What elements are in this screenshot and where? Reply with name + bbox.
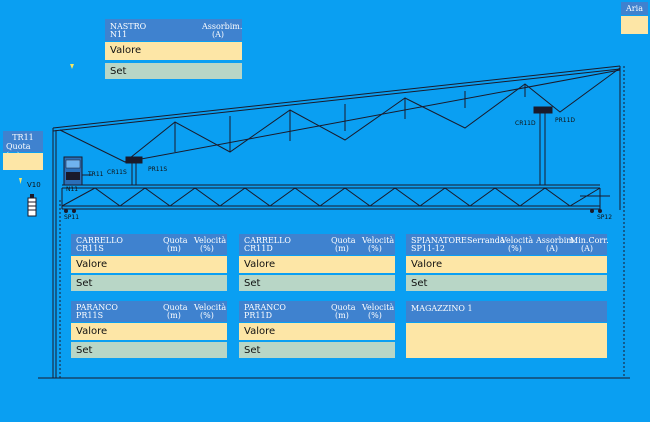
spianatore-set[interactable]: Set [406, 275, 607, 291]
paranco-d-panel: PARANCO PR11D Quota (m) Velocità (%) Val… [239, 301, 395, 358]
spianatore-c0: Serranda [467, 236, 505, 245]
spianatore-c3u: (A) [581, 244, 594, 253]
spianatore-title: SPIANATORE [411, 236, 467, 245]
magazzino-title: MAGAZZINO 1 [411, 304, 473, 313]
carrello-s-c1u: (m) [167, 244, 181, 253]
carrello-d-c2: Velocità [362, 236, 395, 245]
carrello-s-header: CARRELLO CR11S Quota (m) Velocità (%) [71, 234, 227, 255]
carrello-d-id: CR11D [244, 244, 273, 253]
carrello-d-panel: CARRELLO CR11D Quota (m) Velocità (%) Va… [239, 234, 395, 291]
paranco-s-c1: Quota [163, 303, 188, 312]
carrello-d-set[interactable]: Set [239, 275, 395, 291]
paranco-s-value[interactable]: Valore [71, 323, 227, 340]
carrello-s-c2u: (%) [200, 244, 214, 253]
paranco-s-c2: Velocità [194, 303, 227, 312]
aria-header: Aria [621, 2, 648, 15]
paranco-d-title: PARANCO [244, 303, 286, 312]
paranco-d-set[interactable]: Set [239, 342, 395, 358]
paranco-s-id: PR11S [76, 311, 104, 320]
paranco-d-c1u: (m) [335, 311, 349, 320]
carrello-s-set[interactable]: Set [71, 275, 227, 291]
carrello-d-header: CARRELLO CR11D Quota (m) Velocità (%) [239, 234, 395, 255]
label-v10: V10 [27, 181, 41, 189]
paranco-d-id: PR11D [244, 311, 272, 320]
paranco-d-c1: Quota [331, 303, 356, 312]
spianatore-c1u: (%) [508, 244, 522, 253]
paranco-s-title: PARANCO [76, 303, 118, 312]
carrello-s-c2: Velocità [194, 236, 227, 245]
magazzino-header: MAGAZZINO 1 [406, 301, 607, 322]
spianatore-c1: Velocità [501, 236, 534, 245]
label-cr11s: CR11S [107, 169, 127, 176]
paranco-s-c2u: (%) [200, 311, 214, 320]
nastro-value[interactable]: Valore [105, 42, 242, 60]
carrello-d-c2u: (%) [368, 244, 382, 253]
spianatore-id: SP11-12 [411, 244, 445, 253]
label-pr11s: PR11S [148, 166, 168, 173]
spianatore-value[interactable]: Valore [406, 256, 607, 273]
tr11-value[interactable] [3, 153, 43, 170]
spianatore-c2: Assorbim. [536, 236, 577, 245]
label-pr11d: PR11D [555, 117, 576, 124]
paranco-d-c2u: (%) [368, 311, 382, 320]
paranco-s-panel: PARANCO PR11S Quota (m) Velocità (%) Val… [71, 301, 227, 358]
spianatore-panel: SPIANATORE SP11-12 Serranda Velocità (%)… [406, 234, 609, 291]
nastro-title: NASTRO [110, 22, 147, 31]
carrello-s-panel: CARRELLO CR11S Quota (m) Velocità (%) Va… [71, 234, 227, 291]
magazzino-value[interactable] [406, 323, 607, 358]
aria-label: Aria [626, 4, 643, 13]
aria-value[interactable] [621, 16, 648, 34]
label-sp12: SP12 [597, 214, 613, 221]
spianatore-header: SPIANATORE SP11-12 Serranda Velocità (%)… [406, 234, 609, 255]
nastro-col1-unit: (A) [212, 30, 225, 39]
nastro-panel: NASTRO N11 Assorbim. (A) Valore Set [105, 19, 242, 79]
nastro-id: N11 [110, 30, 128, 39]
carrello-d-title: CARRELLO [244, 236, 291, 245]
paranco-d-c2: Velocità [362, 303, 395, 312]
tr11-title: TR11 [12, 133, 34, 142]
paranco-s-header: PARANCO PR11S Quota (m) Velocità (%) [71, 301, 227, 322]
carrello-d-c1: Quota [331, 236, 356, 245]
paranco-s-set[interactable]: Set [71, 342, 227, 358]
label-n11: N11 [66, 186, 79, 193]
label-tr11: TR11 [88, 171, 104, 178]
paranco-s-c1u: (m) [167, 311, 181, 320]
carrello-d-c1u: (m) [335, 244, 349, 253]
label-sp11: SP11 [64, 214, 80, 221]
carrello-s-title: CARRELLO [76, 236, 123, 245]
nastro-set[interactable]: Set [105, 63, 242, 79]
magazzino-panel: MAGAZZINO 1 [406, 301, 607, 358]
paranco-d-header: PARANCO PR11D Quota (m) Velocità (%) [239, 301, 395, 322]
spianatore-c2u: (A) [546, 244, 559, 253]
label-cr11d: CR11D [515, 120, 536, 127]
paranco-d-value[interactable]: Valore [239, 323, 395, 340]
carrello-d-value[interactable]: Valore [239, 256, 395, 273]
nastro-col1: Assorbim. [202, 22, 243, 31]
nastro-header: NASTRO N11 Assorbim. (A) [105, 19, 242, 41]
carrello-s-c1: Quota [163, 236, 188, 245]
spianatore-c3: Min.Corr. [570, 236, 609, 245]
carrello-s-id: CR11S [76, 244, 104, 253]
carrello-s-value[interactable]: Valore [71, 256, 227, 273]
